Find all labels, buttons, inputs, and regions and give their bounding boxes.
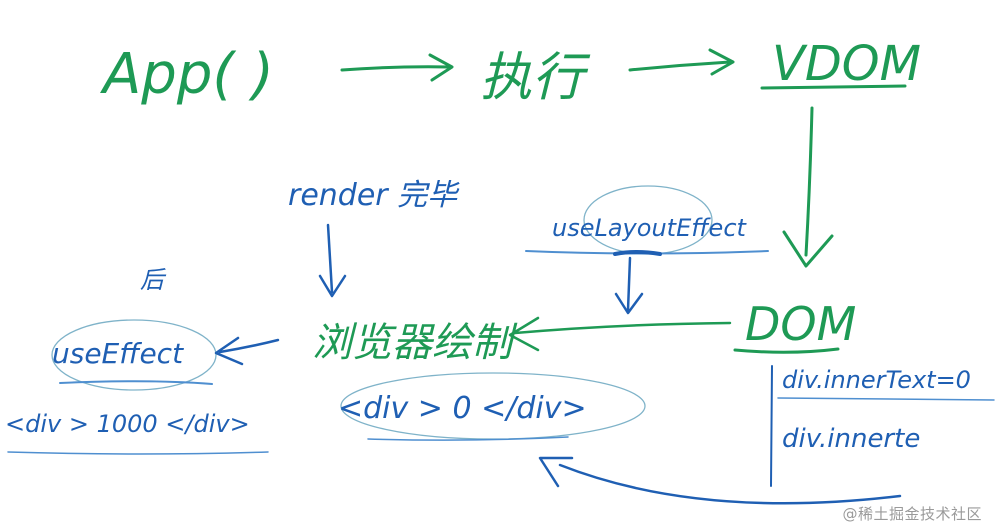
arrow-vdom-to-dom	[782, 106, 834, 268]
label-inner-text-partial: div.innerte	[782, 424, 920, 454]
label-div-thousand: <div > 1000 </div>	[5, 410, 250, 438]
arrow-dom-to-paint	[508, 316, 732, 352]
label-use-layout-effect: useLayoutEffect	[552, 214, 748, 242]
node-browser-paint: 浏览器绘制	[312, 320, 518, 366]
arrow-inner-text-to-div-zero	[538, 456, 902, 505]
div-zero-underline	[367, 436, 569, 441]
inner-text-zero-underline	[777, 397, 995, 401]
label-div-zero: <div > 0 </div>	[338, 391, 587, 426]
label-use-effect: useEffect	[52, 337, 184, 370]
label-then: 后	[140, 266, 167, 294]
dom-underline	[733, 347, 840, 354]
arrow-execute-to-vdom	[628, 48, 735, 76]
node-app: App( )	[100, 42, 274, 107]
use-effect-underline	[59, 380, 213, 385]
node-execute: 执行	[480, 48, 591, 108]
node-dom: DOM	[745, 297, 856, 351]
node-vdom: VDOM	[772, 36, 921, 92]
use-effect-ring	[51, 319, 217, 391]
arrow-app-to-execute	[340, 53, 454, 82]
label-inner-text-zero: div.innerText=0	[782, 366, 971, 394]
watermark: @稀土掘金技术社区	[842, 505, 982, 523]
arrow-paint-to-use-effect	[214, 336, 280, 366]
div-thousand-underline	[7, 451, 269, 455]
inner-text-bracket	[770, 365, 773, 487]
vdom-underline	[760, 84, 907, 90]
arrow-layout-effect-down	[614, 256, 644, 315]
use-layout-effect-scribble	[613, 250, 662, 256]
arrow-render-to-paint	[318, 223, 347, 298]
label-render-done: render 完毕	[288, 178, 460, 213]
